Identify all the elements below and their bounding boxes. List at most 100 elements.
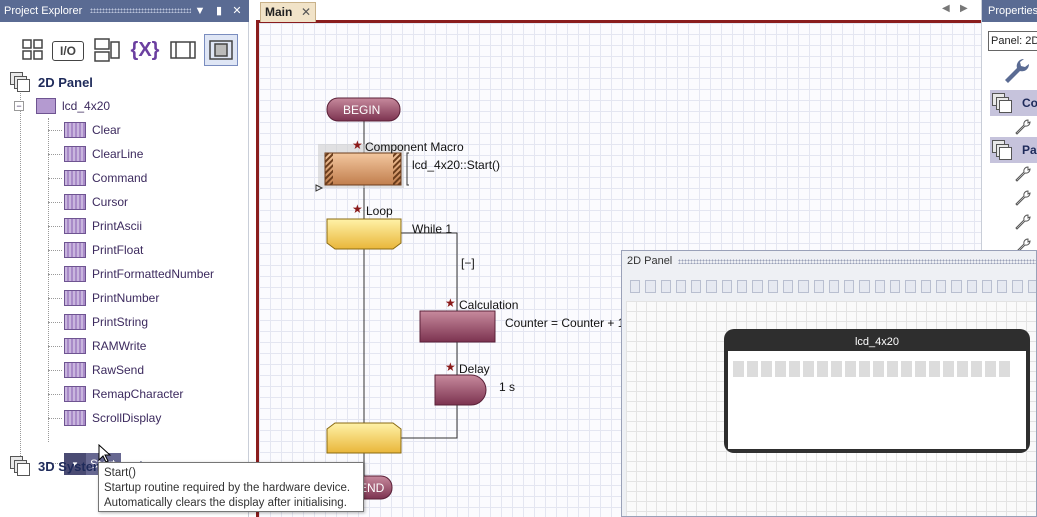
lcd-character-cell [873,361,884,377]
tab-next-icon[interactable]: ▶ [960,3,968,14]
flow-loop-end-shape[interactable] [326,422,402,454]
panel-tool-button[interactable] [737,279,748,293]
tree-macro-label: ClearLine [92,147,144,161]
tree-macro-item[interactable]: RemapCharacter [64,384,183,404]
tree-macro-item[interactable]: ClearLine [64,144,143,164]
flow-calculation-shape[interactable] [419,310,496,343]
panel-stack-icon [992,93,1012,113]
macro-icon [64,122,86,138]
tree-macro-item[interactable]: Cursor [64,192,128,212]
lcd-character-cell [901,361,912,377]
tree-macro-item[interactable]: ScrollDisplay [64,408,161,428]
flow-loop-shape[interactable] [326,218,402,250]
tree-macro-item[interactable]: PrintFormattedNumber [64,264,214,284]
panel-tool-button[interactable] [844,279,855,293]
panel-tool-button[interactable] [1012,279,1023,293]
panel-tool-button[interactable] [721,279,733,293]
lcd-component-icon [36,98,56,114]
component-view-icon[interactable] [204,34,238,66]
macro-icon [64,386,86,402]
panel-2d-canvas[interactable]: lcd_4x20 [626,301,1036,516]
macro-icon [64,338,86,354]
tree-macro-item[interactable]: PrintString [64,312,148,332]
property-row-icon[interactable] [1014,165,1032,183]
main-tab-bar: Main ✕ ◀ ▶ [256,0,981,23]
close-icon[interactable]: ✕ [232,5,242,17]
panel-2d-window: 2D Panel lcd_4x20 [621,250,1037,517]
lcd-character-cell [817,361,828,377]
property-row-icon[interactable] [1014,189,1032,207]
flow-macro-shape[interactable] [324,152,402,186]
collapse-icon[interactable]: − [14,101,24,111]
flow-delay-label: Delay [459,362,490,376]
panel-tool-button[interactable] [813,279,824,293]
panel-tool-button[interactable] [1027,279,1036,293]
panel-tool-button[interactable] [874,279,886,293]
tree-2d-panel-label: 2D Panel [38,74,93,90]
tree-component-lcd[interactable]: − lcd_4x20 [14,96,110,116]
wrench-icon[interactable] [1002,56,1032,84]
panel-tool-button[interactable] [905,279,916,293]
panel-tool-button[interactable] [966,279,977,293]
tree-macro-item[interactable]: RawSend [64,360,144,380]
flow-delay-shape[interactable] [434,374,487,406]
lcd-character-cell [985,361,996,377]
panel-tool-button[interactable] [935,279,947,293]
panel-tool-button[interactable] [691,279,702,293]
panel-stack-icon [10,456,30,476]
components-grid-icon[interactable] [16,34,50,66]
lcd-character-cell [929,361,940,377]
panel-tool-button[interactable] [890,279,901,293]
tree-3d-system-panel[interactable]: 3D System Panel [10,456,143,476]
panel-tool-button[interactable] [782,279,794,293]
pin-icon[interactable]: ▮ [215,5,223,17]
property-row-icon[interactable] [1014,118,1032,136]
lcd-character-cell [971,361,982,377]
macro-icon [64,194,86,210]
property-row-icon[interactable] [1014,237,1032,255]
panel-2d-title: 2D Panel [627,255,673,267]
panel-tool-button[interactable] [828,279,840,293]
panel-window-icon[interactable] [90,34,124,66]
tab-main[interactable]: Main ✕ [260,2,316,22]
panel-tool-button[interactable] [859,279,870,293]
panel-tool-button[interactable] [920,279,931,293]
properties-category-components[interactable]: Co [990,90,1037,116]
tree-macro-item[interactable]: PrintFloat [64,240,143,260]
chevron-down-icon[interactable]: ▾ [64,453,86,475]
panel-tool-button[interactable] [645,279,656,293]
tree-macro-item[interactable]: Command [64,168,147,188]
lcd-screen [728,351,1026,449]
tab-prev-icon[interactable]: ◀ [942,3,950,14]
flow-begin-shape[interactable] [326,97,401,122]
panel-tool-button[interactable] [630,279,641,293]
lcd-character-cell [789,361,800,377]
lcd-character-cell [803,361,814,377]
loop-collapse-button[interactable]: [−] [461,256,475,270]
panel-tool-button[interactable] [798,279,809,293]
tree-macro-item[interactable]: PrintAscii [64,216,142,236]
io-icon[interactable]: I/O [52,41,84,61]
panel-tool-button[interactable] [997,279,1008,293]
macro-icon[interactable] [166,34,200,66]
properties-category-panel[interactable]: Pa [990,137,1037,163]
tree-macro-item[interactable]: RAMWrite [64,336,146,356]
tree-macro-item[interactable]: Clear [64,120,121,140]
panel-tool-button[interactable] [767,279,778,293]
panel-tool-button[interactable] [660,279,671,293]
dropdown-icon[interactable]: ▼ [194,5,206,17]
tab-close-icon[interactable]: ✕ [300,5,311,19]
properties-selector[interactable]: Panel: 2D [988,31,1037,51]
panel-tool-button[interactable] [981,279,993,293]
panel-tool-button[interactable] [951,279,962,293]
variables-icon[interactable]: {X} [130,38,160,61]
panel-tool-button[interactable] [752,279,763,293]
lcd-component[interactable]: lcd_4x20 [724,329,1030,453]
panel-tool-button[interactable] [675,279,687,293]
lcd-character-cell [733,361,744,377]
tree-macro-item[interactable]: PrintNumber [64,288,159,308]
panel-tool-button[interactable] [706,279,717,293]
properties-category-label: Pa [1022,143,1037,157]
tree-2d-panel[interactable]: 2D Panel [10,72,93,92]
property-row-icon[interactable] [1014,213,1032,231]
